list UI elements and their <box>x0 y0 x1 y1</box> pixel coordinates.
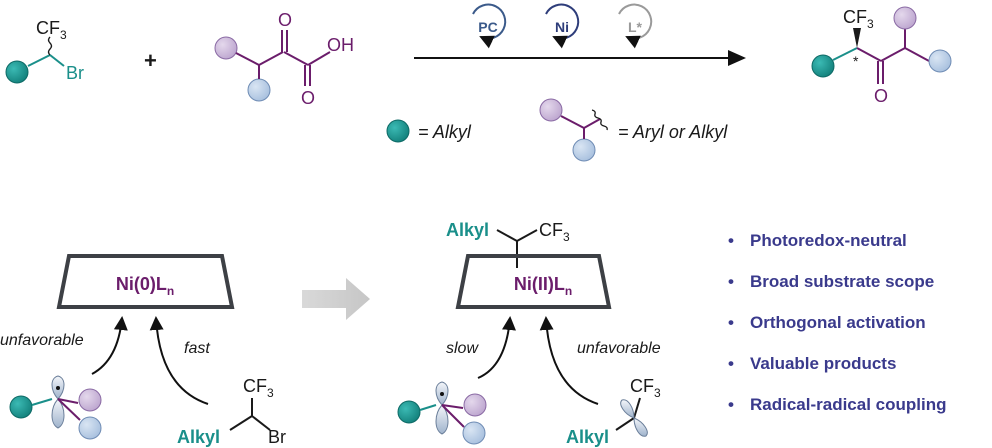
ni0-unfavorable-arrow <box>91 316 128 375</box>
radical-left-lobe-bottom <box>51 398 65 429</box>
feature-text: Radical-radical coupling <box>750 395 947 414</box>
product-cf3-label: CF3 <box>843 7 874 31</box>
ni2-unfavorable-arrow <box>539 316 599 405</box>
legend-alkyl-ball <box>386 119 410 143</box>
ni0-fast-label: fast <box>184 340 210 357</box>
legend-aryl-alkyl: = Aryl or Alkyl <box>539 98 728 162</box>
wedge-bond <box>853 28 861 48</box>
transition-arrow <box>302 278 370 320</box>
ni2-slow-label: slow <box>446 340 479 357</box>
catalyst-pc-label: PC <box>478 19 497 35</box>
catalyst-l-label: L* <box>628 19 643 35</box>
product-alkyl-ball <box>811 54 835 78</box>
catalyst-pc: PC <box>472 3 507 49</box>
radical-right-r1-ball <box>463 393 487 417</box>
radical-right-r2-ball <box>462 421 486 445</box>
feature-text: Broad substrate scope <box>750 272 935 291</box>
ni0-unfavorable-label: unfavorable <box>0 332 84 349</box>
catalyst-ni-label: Ni <box>555 19 569 35</box>
alkyl-ball <box>5 60 29 84</box>
plus-sign: + <box>144 48 157 73</box>
legend-r1-ball <box>539 98 563 122</box>
ni2-cf3-label: CF3 <box>539 220 570 244</box>
radical-left-alkyl-ball <box>9 395 33 419</box>
radical-left-r1-ball <box>78 388 102 412</box>
radical-left-r2-ball <box>78 416 102 440</box>
ni2-unfavorable-label: unfavorable <box>577 340 661 357</box>
bottom-left-cf3-label: CF3 <box>243 376 274 400</box>
ni2-slow-arrow <box>477 316 516 379</box>
br-label: Br <box>66 63 84 83</box>
feature-text: Orthogonal activation <box>750 313 926 332</box>
cf3-label: CF3 <box>36 18 67 42</box>
feature-item: •Orthogonal activation <box>728 313 926 332</box>
oh-label: OH <box>327 35 354 55</box>
bottom-left-br-label: Br <box>268 427 286 447</box>
feature-item: •Photoredox-neutral <box>728 231 907 250</box>
r2-ball <box>247 78 271 102</box>
r1-ball <box>214 36 238 60</box>
radical-right-alkyl-ball <box>397 400 421 424</box>
ni0-complex: Ni(0)Ln <box>56 254 235 309</box>
cf3-radical-bottom: CF3 Alkyl <box>566 376 661 447</box>
ni2-alkyl-label: Alkyl <box>446 220 489 240</box>
feature-item: •Valuable products <box>728 354 897 373</box>
radical-right <box>397 381 487 445</box>
ni0-fast-arrow <box>149 316 209 405</box>
alkyl-bromide-bottom: CF3 Alkyl Br <box>177 376 286 447</box>
legend-r2-ball <box>572 138 596 162</box>
catalyst-ni: Ni <box>545 3 580 49</box>
product-r1-ball <box>893 6 917 30</box>
feature-item: •Broad substrate scope <box>728 272 935 291</box>
radical-right-lobe-bottom <box>435 404 449 435</box>
cf3-radical-lobe-b <box>633 417 648 437</box>
cf3-radical-lobe-a <box>620 399 635 419</box>
legend-alkyl-label: = Alkyl <box>418 122 472 142</box>
ketoacid-reactant: O OH O <box>214 10 354 108</box>
product-r2-ball <box>928 49 952 73</box>
alkyl-bromide-reactant: CF3 Br <box>5 18 84 84</box>
ni0-label: Ni(0)Ln <box>116 274 174 298</box>
ni0-trapezoid <box>56 254 235 309</box>
bottom-right-cf3-label: CF3 <box>630 376 661 400</box>
feature-text: Photoredox-neutral <box>750 231 907 250</box>
stereocenter-star: * <box>853 53 859 69</box>
ni2-complex: Alkyl CF3 Ni(II)Ln <box>446 220 612 309</box>
feature-item: •Radical-radical coupling <box>728 395 947 414</box>
bottom-left-alkyl-label: Alkyl <box>177 427 220 447</box>
catalyst-l: L* <box>618 3 653 49</box>
bottom-right-alkyl-label: Alkyl <box>566 427 609 447</box>
keto-o-label: O <box>278 10 292 30</box>
product-o-label: O <box>874 86 888 106</box>
feature-list: •Photoredox-neutral •Broad substrate sco… <box>728 231 947 436</box>
legend-aryl-alkyl-label: = Aryl or Alkyl <box>618 122 728 142</box>
ni2-label: Ni(II)Ln <box>514 274 572 298</box>
ketone-product: CF3 * O <box>811 6 952 106</box>
acid-o-label: O <box>301 88 315 108</box>
radical-left <box>9 375 102 440</box>
feature-text: Valuable products <box>750 354 897 373</box>
ni2-trapezoid <box>455 254 612 309</box>
legend-alkyl: = Alkyl <box>386 119 472 143</box>
